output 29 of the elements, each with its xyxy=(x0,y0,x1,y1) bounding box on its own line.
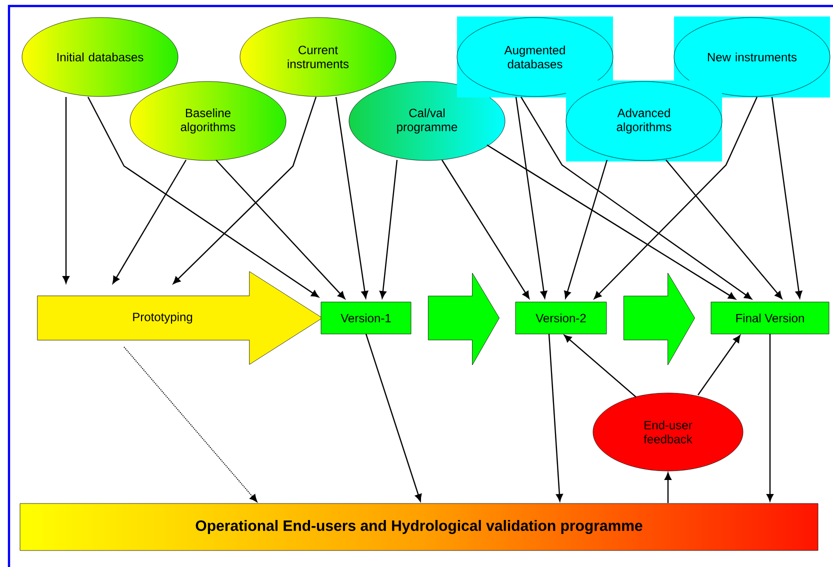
arrow xyxy=(771,96,802,298)
block-arrow xyxy=(624,272,695,366)
arrow xyxy=(365,334,422,502)
arrow xyxy=(564,334,636,398)
arrow xyxy=(442,160,530,299)
arrow xyxy=(335,96,368,298)
arrow xyxy=(594,96,758,300)
arrow xyxy=(216,160,346,300)
block-arrow xyxy=(428,272,500,366)
arrow xyxy=(486,144,736,300)
arrow xyxy=(62,97,70,284)
arrow xyxy=(664,472,672,503)
banner-bar: Operational End-users and Hydrological validation programme xyxy=(20,503,818,551)
node-label: Advanced algorithms xyxy=(616,108,672,134)
arrow xyxy=(698,335,740,396)
arrow xyxy=(112,160,187,284)
process-box: Version-1 xyxy=(320,302,412,334)
arrow xyxy=(172,96,317,284)
process-box: Version-2 xyxy=(515,302,607,334)
arrow xyxy=(520,96,752,300)
arrow xyxy=(124,346,258,502)
process-box: Final Version xyxy=(710,302,830,334)
arrow xyxy=(379,160,398,298)
arrow xyxy=(515,96,548,298)
arrow xyxy=(766,334,774,502)
arrow xyxy=(564,160,608,299)
arrow xyxy=(87,96,319,298)
arrow xyxy=(548,334,563,502)
arrow xyxy=(666,160,782,299)
